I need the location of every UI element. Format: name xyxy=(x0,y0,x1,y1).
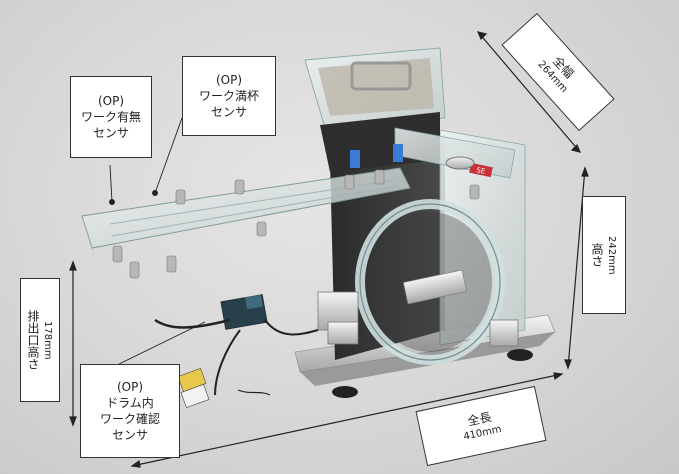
callout-sensor-type: センサ xyxy=(92,126,129,140)
width-dimension-line xyxy=(477,31,581,153)
foot xyxy=(507,349,533,361)
brand-label-text: SE xyxy=(476,166,486,176)
callout-option-tag: (OP) xyxy=(116,380,144,394)
brand-label xyxy=(469,162,493,178)
callout-sensor-name: ワーク有無 xyxy=(80,110,141,124)
hopper-handle xyxy=(350,61,412,91)
height-value: 242mm xyxy=(606,235,617,275)
outlet-height-label: 排出口高さ xyxy=(26,310,40,370)
height-dimension-label: 高さ 242mm xyxy=(582,196,626,314)
callout-sensor-type: センサ xyxy=(111,428,148,442)
outlet-height-value: 178mm xyxy=(42,320,53,360)
outlet-height-dimension-label: 排出口高さ 178mm xyxy=(20,278,60,402)
callout-sensor-name: ワーク確認 xyxy=(99,412,160,426)
callout-sensor-location: ドラム内 xyxy=(106,396,154,410)
work-presence-sensor-callout: (OP) ワーク有無 センサ xyxy=(70,76,152,158)
work-full-sensor-callout: (OP) ワーク満杯 センサ xyxy=(182,56,276,136)
leader-lines xyxy=(109,117,206,366)
callout-sensor-type: センサ xyxy=(210,105,247,119)
callout-option-tag: (OP) xyxy=(215,73,243,87)
callout-option-tag: (OP) xyxy=(97,94,125,108)
drum-work-confirm-sensor-callout: (OP) ドラム内 ワーク確認 センサ xyxy=(80,364,180,458)
foot xyxy=(332,386,358,398)
length-dimension-line xyxy=(131,373,563,467)
callout-sensor-name: ワーク満杯 xyxy=(198,89,259,103)
height-label: 高さ xyxy=(590,243,604,267)
